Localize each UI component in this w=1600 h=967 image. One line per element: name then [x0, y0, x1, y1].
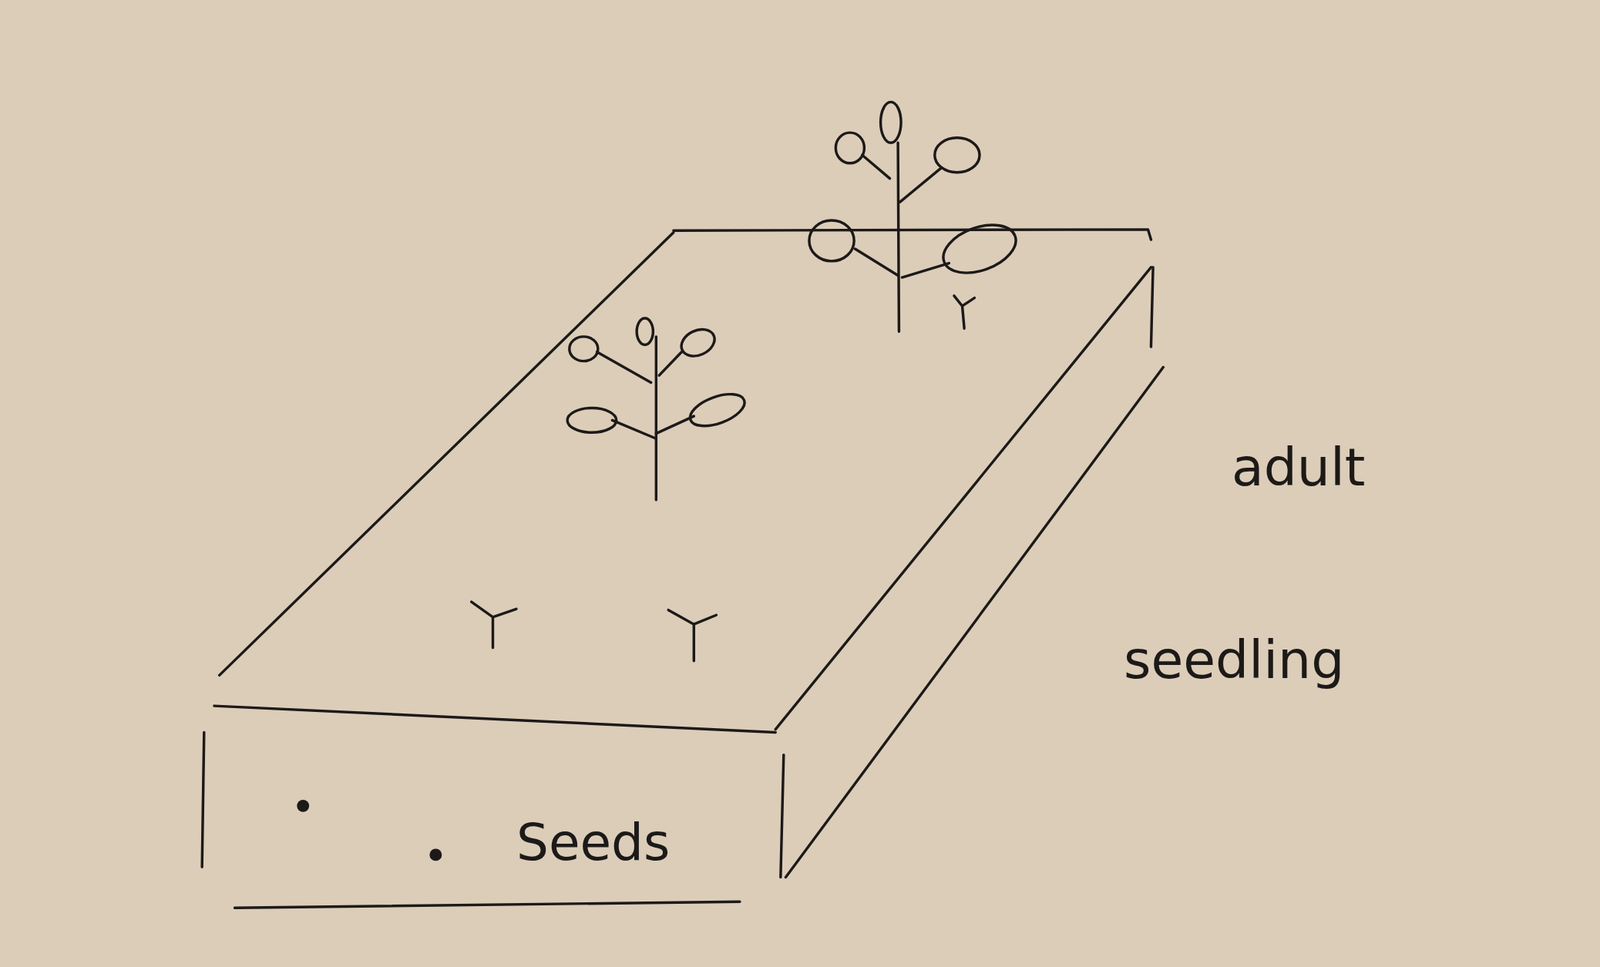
tray-edge	[785, 367, 1164, 878]
plant-leaf	[567, 408, 617, 434]
plant-leaf	[880, 101, 901, 143]
label-text: adult	[1231, 439, 1366, 498]
seed-dot	[429, 848, 442, 861]
tray-edge	[673, 229, 1152, 240]
tray-edge	[219, 232, 674, 676]
seedling-symbol	[954, 295, 975, 329]
tray-edge	[235, 901, 740, 908]
plant-leaf	[936, 215, 1022, 283]
plant-leaf	[934, 137, 980, 173]
seedling-symbol	[668, 610, 716, 662]
adult-plant	[809, 101, 1023, 332]
seedling-symbols	[471, 295, 975, 662]
tray-edge	[214, 705, 776, 733]
tray-edge	[201, 732, 205, 868]
plant-leaf	[809, 220, 854, 262]
seed-dots	[296, 800, 442, 861]
plant-leaf	[569, 336, 599, 362]
plant-stem	[897, 142, 899, 332]
adult-plant	[567, 318, 749, 501]
label-text: Seeds	[516, 815, 670, 872]
tray-outline	[201, 229, 1164, 908]
tray-edge	[775, 267, 1151, 730]
plant-leaf	[676, 324, 719, 362]
tray-edge	[1150, 267, 1153, 347]
seedling-symbol	[471, 601, 517, 649]
label-text: seedling	[1123, 631, 1345, 690]
tray-edge	[780, 755, 784, 878]
plant-leaf	[636, 318, 653, 345]
plant-leaf	[685, 387, 749, 433]
seed-dot	[296, 800, 310, 813]
plant-branch	[597, 352, 695, 440]
plant-branch	[854, 154, 949, 278]
plant-stem	[655, 336, 658, 501]
plant-leaf	[835, 132, 864, 164]
